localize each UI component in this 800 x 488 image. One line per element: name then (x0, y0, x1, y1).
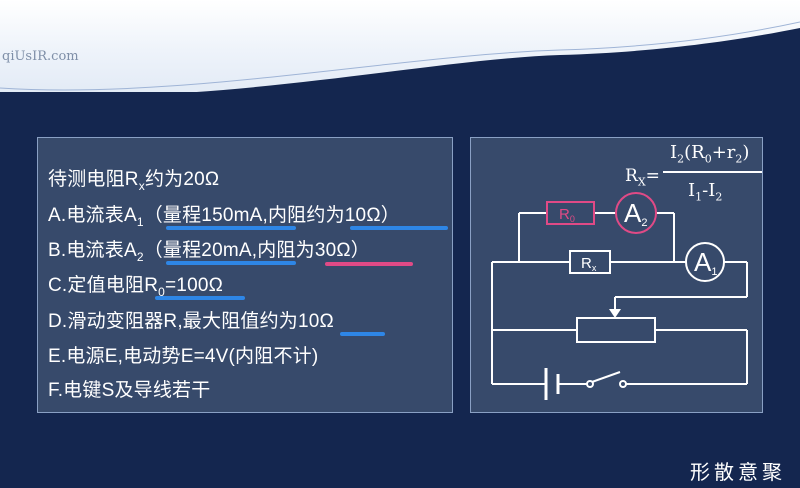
formula-lhs: RX= (625, 166, 660, 189)
line-rheostat: D.滑动变阻器R,最大阻值约为10Ω (48, 311, 334, 332)
svg-text:A1: A1 (694, 247, 717, 278)
underline-res-a2 (325, 262, 413, 266)
switch-contact-icon (586, 380, 594, 388)
line-a2: B.电流表A2（量程20mA,内阻为30Ω） (48, 240, 370, 264)
svg-text:Rx: Rx (581, 255, 597, 273)
formula-numerator: I2(R0+r2) (670, 142, 750, 166)
line-rx: 待测电阻Rx约为20Ω (48, 169, 220, 193)
rheostat (576, 317, 656, 343)
underline-rheostat (340, 332, 385, 336)
svg-text:R0: R0 (559, 206, 575, 224)
underline-r0 (155, 296, 245, 300)
fraction-bar (663, 171, 762, 173)
site-watermark: qiUsIR.com (2, 49, 79, 64)
formula-denominator: I1-I2 (688, 180, 723, 204)
ammeter-a1 (685, 242, 725, 282)
a1-label: A (694, 247, 712, 277)
line-source: E.电源E,电动势E=4V(内阻不计) (48, 346, 319, 367)
problem-panel (37, 137, 453, 413)
line-a1: A.电流表A1（量程150mA,内阻约为10Ω） (48, 205, 400, 229)
header-wave (0, 21, 800, 140)
underline-range-a2 (166, 261, 296, 265)
switch-pivot-icon (619, 380, 627, 388)
resistor-rx (569, 250, 611, 274)
rx-label: R (581, 255, 592, 272)
line-r0: C.定值电阻R0=100Ω (48, 275, 223, 299)
resistor-r0 (546, 201, 595, 225)
ammeter-a2 (615, 192, 657, 234)
line-switch: F.电键S及导线若干 (48, 380, 211, 401)
svg-text:A2: A2 (624, 198, 647, 229)
r0-label: R (559, 206, 570, 223)
a2-label: A (624, 198, 642, 228)
brand-slogan: 形散意聚 (690, 460, 786, 484)
underline-res-a1 (350, 226, 448, 230)
underline-range-a1 (166, 226, 296, 230)
